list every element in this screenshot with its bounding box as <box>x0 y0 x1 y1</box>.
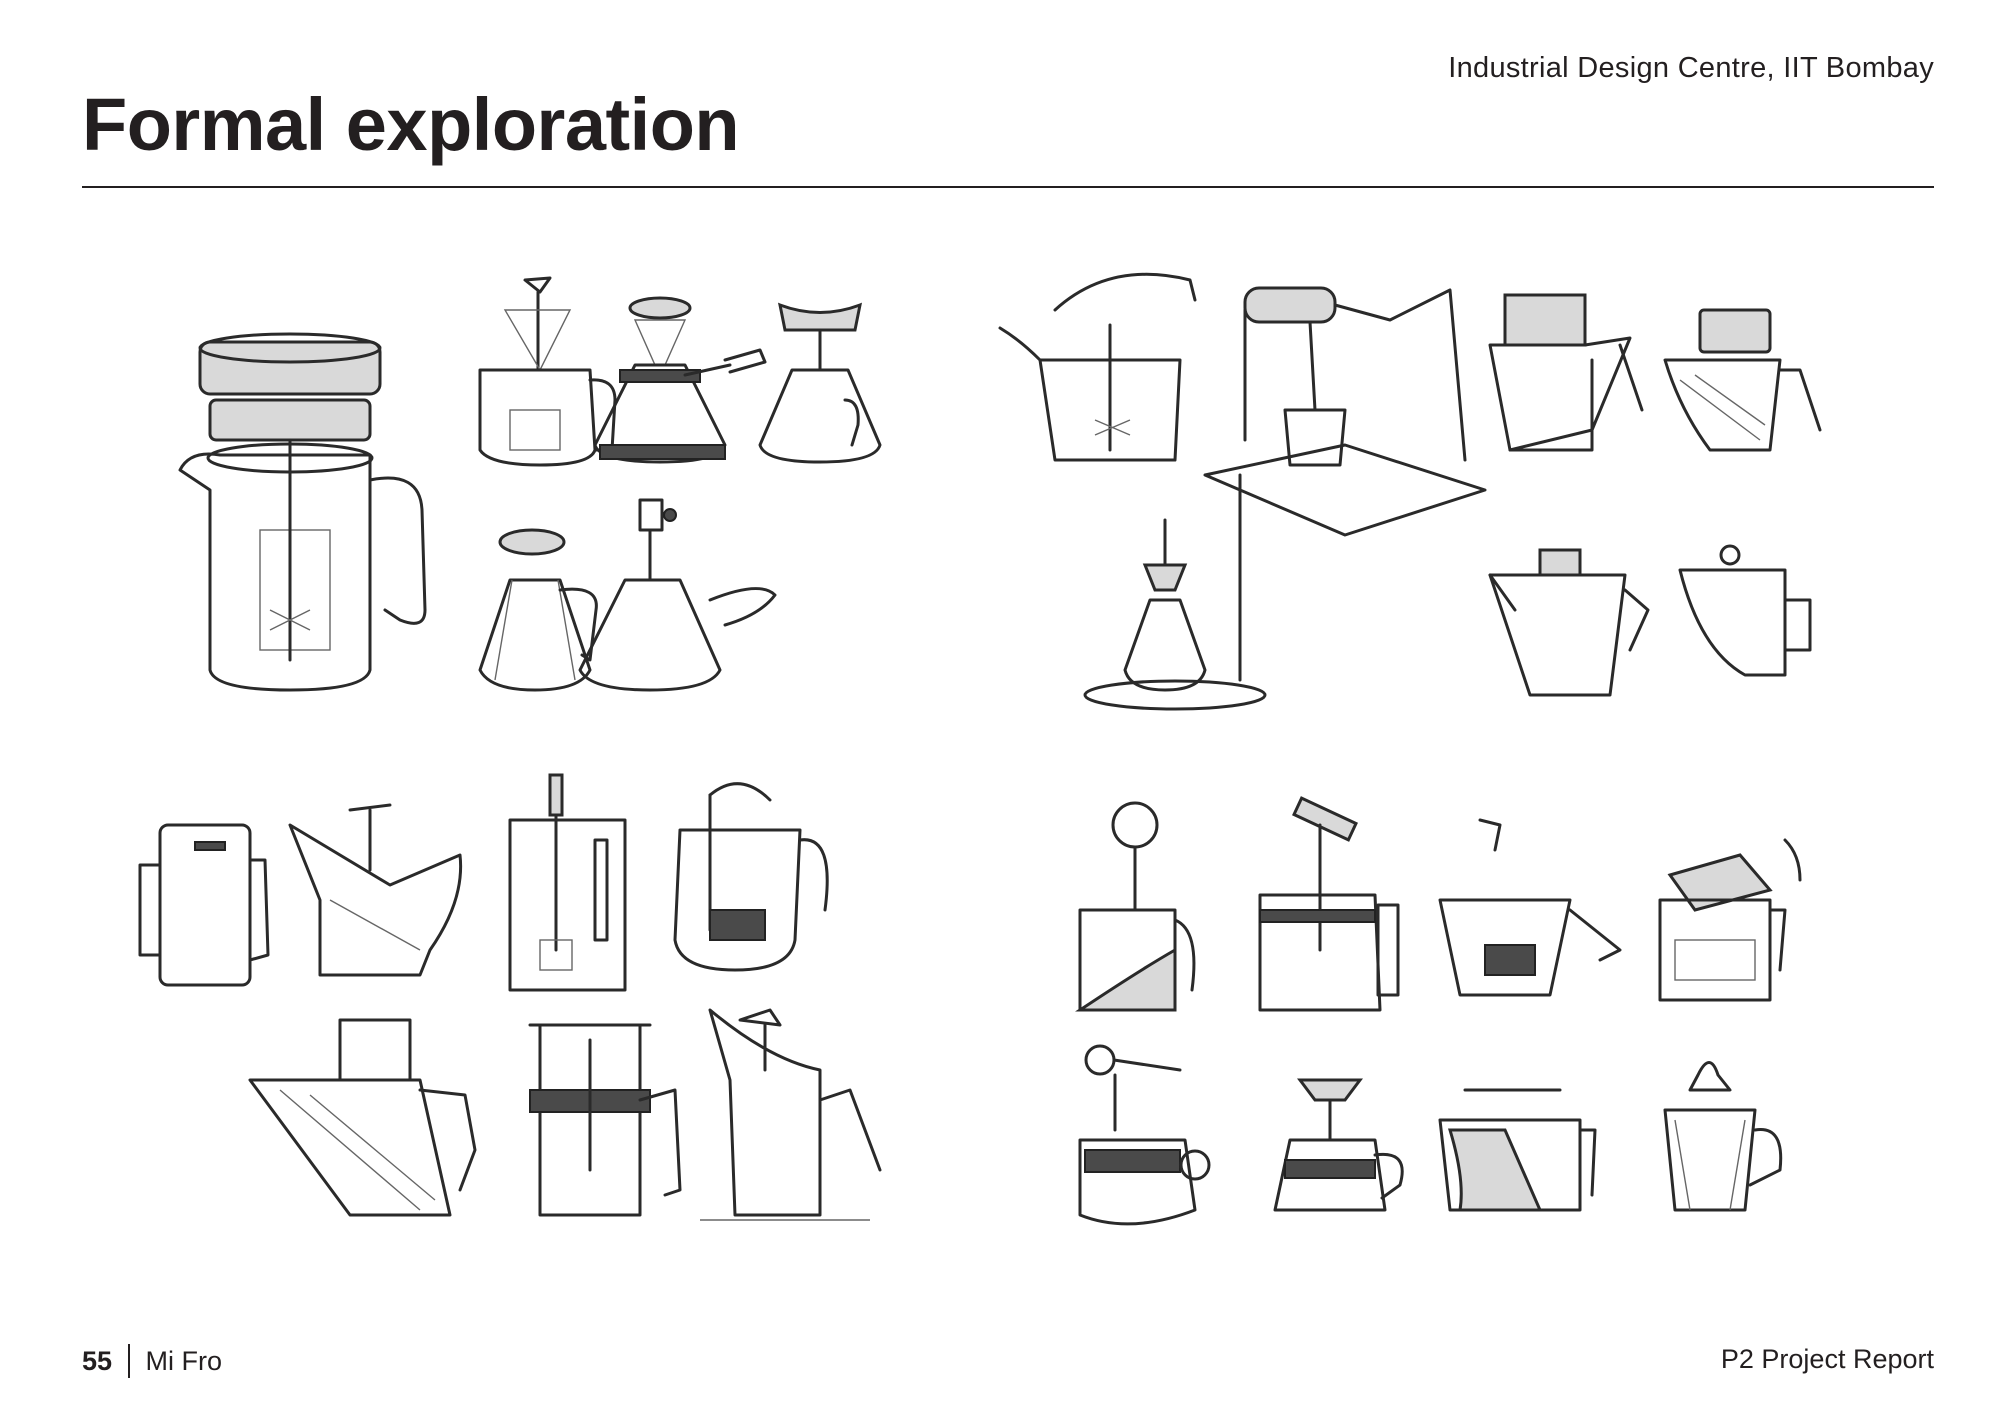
header-divider <box>82 186 1934 188</box>
sketch-slant-press <box>288 803 463 977</box>
sketch-spoon-carafe <box>1078 1044 1211 1226</box>
sketch-tilted-basket <box>1438 818 1622 997</box>
sketch-banded-press <box>528 1023 682 1217</box>
sketch-main-jug <box>178 332 427 692</box>
sketch-low-carafe <box>1273 1078 1404 1212</box>
sketch-sheet <box>120 250 1920 1270</box>
sketch-filter-jug <box>673 782 829 972</box>
footer-separator <box>128 1344 130 1378</box>
sketch-knob-carafe <box>1663 1061 1783 1212</box>
sketch-tall-press <box>508 773 627 992</box>
page-number: 55 <box>82 1345 113 1376</box>
sketch-lid-jug <box>1658 838 1802 1002</box>
sketch-wedge-jug <box>248 1018 477 1217</box>
sketch-press-ball <box>1075 801 1196 1012</box>
sketch-pourover-2 <box>593 296 767 464</box>
page-title: Formal exploration <box>82 83 740 166</box>
sketch-angular-jug-1 <box>1488 293 1644 452</box>
sketch-kettle-handle <box>998 272 1197 462</box>
sketch-box-press <box>1438 1088 1597 1212</box>
sketch-teapot-knob <box>1678 544 1812 677</box>
sketch-pourover-4 <box>478 528 598 692</box>
sketch-siphon-stand <box>1083 473 1267 711</box>
report-label: P2 Project Report <box>1720 1344 1934 1374</box>
sketch-box-mug <box>138 823 270 987</box>
sketch-spout-jug <box>700 1008 882 1221</box>
sketch-pourover-5 <box>578 498 777 692</box>
institute-label: Industrial Design Centre, IIT Bombay <box>1448 52 1934 84</box>
sketch-drip-stand <box>1203 286 1487 537</box>
sketch-curved-jug <box>1663 308 1822 452</box>
sketch-pourover-3 <box>758 302 882 464</box>
footer-left: 55 Mi Fro <box>82 1344 222 1378</box>
sketch-pourover-1 <box>478 276 617 467</box>
sketch-press-banded-handle <box>1258 796 1400 1012</box>
project-name: Mi Fro <box>145 1345 223 1376</box>
sketch-watering-jug <box>1488 548 1650 697</box>
